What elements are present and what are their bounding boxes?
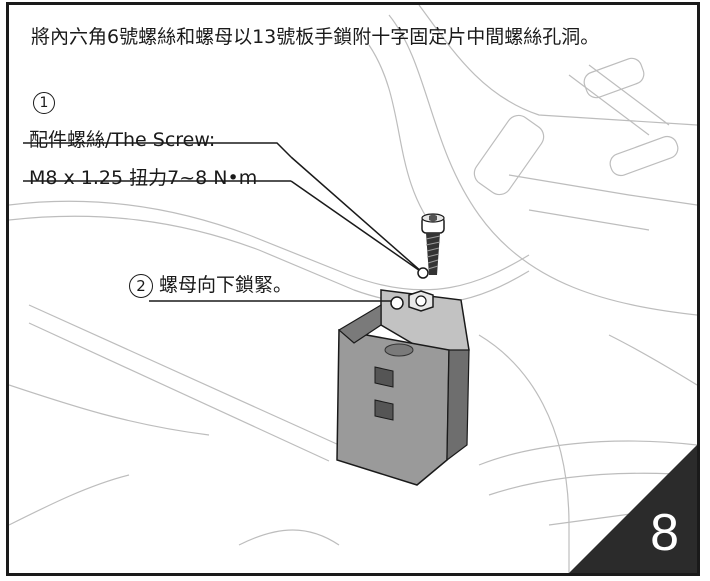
screw-label: 配件螺絲/The Screw: (29, 129, 216, 151)
step1-marker-number: 1 (33, 92, 55, 114)
background-frame-lineart (9, 5, 697, 573)
step2-callout: 2 螺母向下鎖緊。 (129, 270, 292, 298)
screw-graphic (421, 213, 445, 275)
screw-callout-line (23, 142, 429, 279)
instruction-text: 將內六角6號螺絲和螺母以13號板手鎖附十字固定片中間螺絲孔洞。 (31, 26, 600, 48)
bracket-graphic (336, 289, 470, 486)
step1-marker: 1 (33, 91, 55, 114)
step-number: 8 (650, 504, 679, 562)
illustration-frame: 將內六角6號螺絲和螺母以13號板手鎖附十字固定片中間螺絲孔洞。 1 配件螺絲/T… (6, 2, 700, 576)
assembly-illustration (9, 5, 697, 573)
step-badge (569, 445, 697, 573)
screw-spec: M8 x 1.25 扭力7~8 N•m (29, 167, 258, 189)
step2-marker-number: 2 (129, 273, 153, 298)
step2-label: 螺母向下鎖緊。 (159, 274, 293, 296)
